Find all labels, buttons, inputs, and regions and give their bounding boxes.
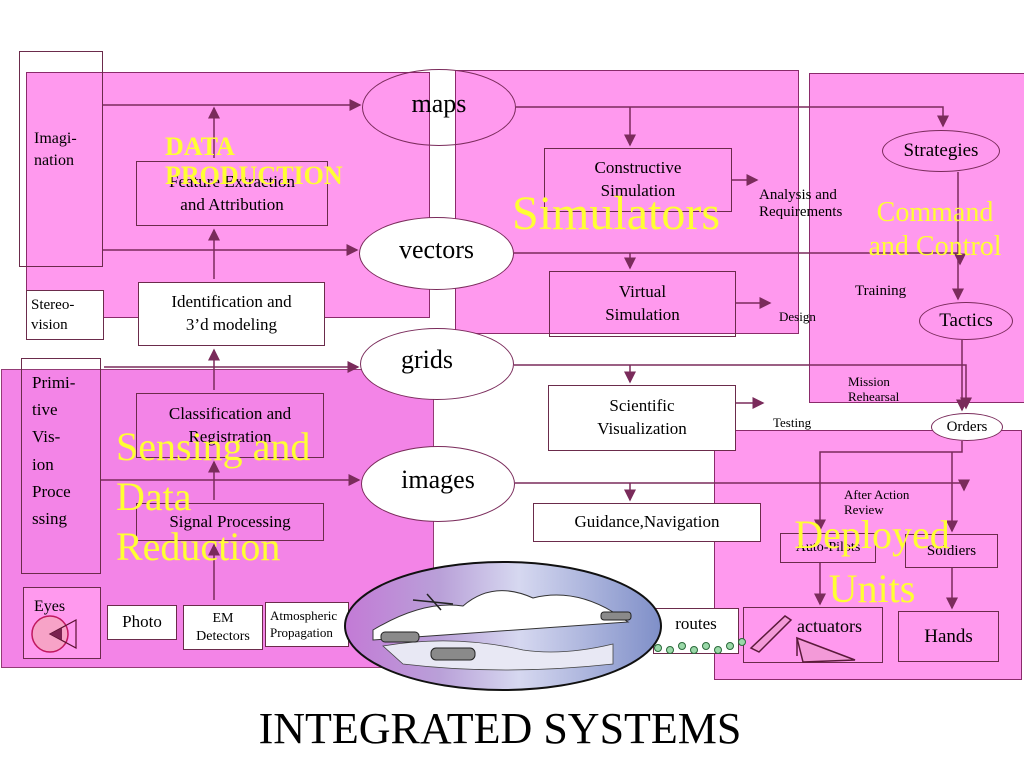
photo-box: Photo [107,605,177,640]
images-label: images [401,465,475,494]
guidance-navigation-box: Guidance,Navigation [533,503,761,542]
sensing-title: Sensing and Data Reduction [116,424,311,569]
simulators-title: Simulators [512,187,721,240]
signal-processing-box: Signal Processing [136,503,324,541]
battlefield-scene-illustration [344,561,662,691]
orders-label: Orders [946,418,988,435]
stereo-vision-box: Stereo- vision [26,290,104,340]
primitive-vision-label: Primi- tive Vis- ion Proce ssing [32,373,76,528]
maps-hub: maps [362,69,516,146]
design-label: Design [779,309,816,324]
actuators-box: actuators [743,607,883,663]
vectors-hub: vectors [359,217,514,290]
tactics-label: Tactics [939,310,993,331]
orders-node: Orders [931,413,1003,441]
page-title: INTEGRATED SYSTEMS [258,704,742,753]
vectors-label: vectors [398,234,475,264]
virtual-simulation-label: Virtual Simulation [605,282,680,324]
classification-box: Classification and Registration [136,393,324,458]
soldiers-box: Soldiers [905,534,998,568]
routes-label: routes [675,614,717,633]
identification-label: Identification and 3’d modeling [171,292,292,334]
command-control-title: Command and Control [868,197,1002,262]
strategies-node: Strategies [882,130,1000,172]
tactics-node: Tactics [919,302,1013,340]
training-label: Training [855,283,907,299]
eye-icon [31,615,77,653]
auto-pilots-label: Auto-Pilots [795,539,861,555]
deployed-units-title: Deployed Units [794,512,950,611]
atmospheric-box: Atmospheric Propagation [265,602,349,647]
scientific-visualization-box: Scientific Visualization [548,385,736,451]
grids-hub: grids [360,328,514,400]
atmospheric-label: Atmospheric Propagation [270,607,338,640]
actuators-label: actuators [797,616,862,636]
constructive-simulation-label: Constructive Simulation [594,158,682,200]
identification-box: Identification and 3’d modeling [138,282,325,346]
scientific-visualization-label: Scientific Visualization [597,396,687,438]
imagination-label: Imagi- nation [34,130,77,169]
feature-extraction-box: Feature Extraction and Attribution [136,161,328,226]
routes-box: routes [653,608,739,654]
analysis-requirements-label: Analysis and Requirements [759,187,843,221]
imagination-box: Imagi- nation [19,51,103,267]
soldiers-label: Soldiers [926,542,977,559]
mission-rehearsal-label: Mission Rehearsal [848,374,900,404]
stereo-vision-label: Stereo- vision [31,296,75,333]
robot-arm-icon [749,615,856,663]
maps-label: maps [411,88,467,118]
primitive-vision-box: Primi- tive Vis- ion Proce ssing [21,358,101,574]
feature-extraction-label: Feature Extraction and Attribution [168,171,296,214]
strategies-label: Strategies [903,140,979,161]
classification-label: Classification and Registration [168,403,292,446]
em-detectors-label: EM Detectors [196,611,250,644]
hands-box: Hands [898,611,999,662]
virtual-simulation-box: Virtual Simulation [549,271,736,337]
signal-processing-label: Signal Processing [169,511,291,531]
photo-label: Photo [122,612,162,632]
grids-label: grids [401,345,453,374]
testing-label: Testing [773,415,812,430]
command-control-zone [809,73,1024,403]
images-hub: images [361,446,515,522]
auto-pilots-box: Auto-Pilots [780,533,876,563]
after-action-review-label: After Action Review [844,487,910,517]
hands-label: Hands [924,625,973,647]
em-detectors-box: EM Detectors [183,605,263,650]
data-production-title: DATA PRODUCTION [165,132,343,190]
constructive-simulation-box: Constructive Simulation [544,148,732,212]
eyes-label: Eyes [34,598,66,615]
guidance-navigation-label: Guidance,Navigation [574,512,720,532]
